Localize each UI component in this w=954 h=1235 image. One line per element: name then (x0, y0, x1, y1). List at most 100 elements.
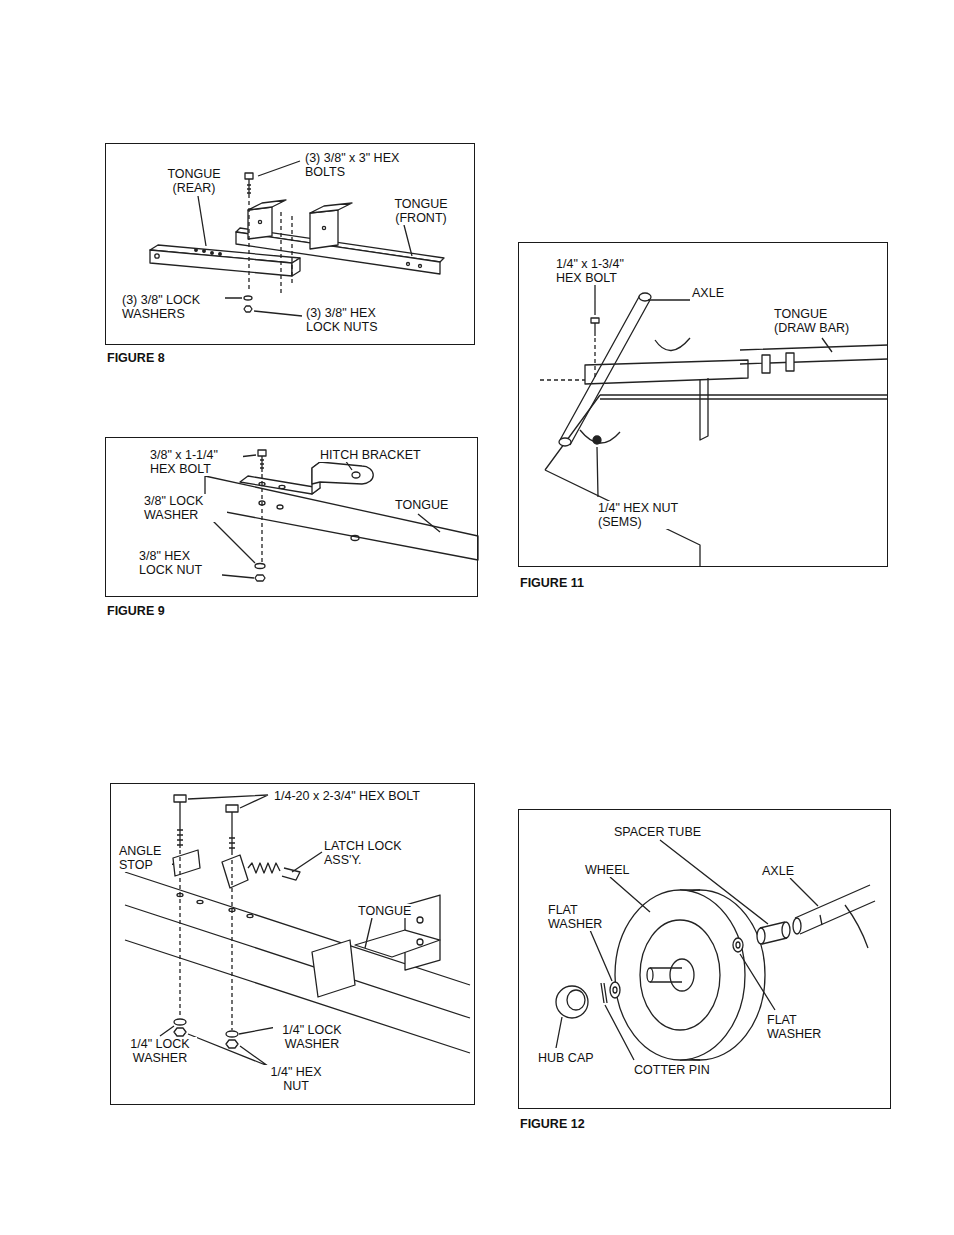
drawing-circle (322, 226, 325, 229)
drawing-path (650, 968, 682, 982)
part-label: ANGLE STOP (118, 844, 172, 872)
part-label: 1/4" x 1-3/4" HEX BOLT (555, 257, 649, 285)
drawing-path (248, 863, 280, 873)
drawing-circle (155, 254, 159, 258)
drawing-polygon (240, 476, 320, 494)
drawing-ellipse (197, 900, 203, 903)
drawing-rect (786, 353, 794, 371)
drawing-path (210, 455, 440, 578)
drawing-ellipse (670, 959, 694, 991)
hitch-bracket-drawing (205, 450, 478, 581)
part-label: (3) 3/8" x 3" HEX BOLTS (304, 151, 402, 179)
drawing-ellipse (613, 987, 617, 993)
drawing-polygon (255, 575, 265, 581)
drawing-polygon (174, 1028, 186, 1036)
drawing-polygon (585, 360, 748, 384)
figure-frame: 3/8" x 1-1/4" HEX BOLTHITCH BRACKET3/8" … (105, 437, 478, 597)
figure-caption: FIGURE 11 (519, 576, 585, 590)
drawing-circle (203, 250, 206, 253)
part-label: 3/8" LOCK WASHER (143, 494, 227, 522)
drawing-ellipse (647, 968, 653, 982)
part-label: 1/4" LOCK WASHER (273, 1023, 351, 1051)
figure-frame: 1/4-20 x 2-3/4" HEX BOLTANGLE STOPLATCH … (110, 783, 475, 1105)
drawing-ellipse (559, 438, 571, 446)
latch-lock-drawing (125, 795, 470, 1066)
part-label: HUB CAP (537, 1051, 595, 1065)
part-label: FLAT WASHER (766, 1013, 830, 1041)
drawing-polygon (222, 855, 248, 888)
drawing-path (247, 185, 251, 193)
drawing-circle (195, 249, 198, 252)
drawing-polygon (244, 306, 252, 312)
drawing-path (198, 161, 412, 316)
drawing-path (580, 430, 620, 443)
drawing-path (180, 850, 232, 1030)
part-label: SPACER TUBE (613, 825, 702, 839)
drawing-ellipse (736, 942, 740, 948)
drawing-circle (417, 917, 423, 923)
drawing-ellipse (174, 1019, 186, 1025)
drawing-ellipse (793, 918, 801, 934)
drawing-ellipse (567, 990, 585, 1010)
part-label: TONGUE (REAR) (161, 167, 227, 195)
drawing-ellipse (279, 485, 285, 488)
drawing-path (795, 885, 875, 934)
drawing-path (229, 838, 235, 848)
part-label: 1/4" HEX NUT (SEMS) (597, 501, 681, 529)
drawing-path (700, 378, 708, 440)
drawing-rect (762, 355, 770, 373)
drawing-line (179, 802, 180, 848)
part-label: FLAT WASHER (547, 903, 611, 931)
drawing-path (540, 338, 595, 380)
drawing-path (177, 830, 183, 845)
drawing-path (545, 395, 888, 567)
drawing-polygon (173, 850, 200, 876)
drawing-polygon (205, 476, 478, 560)
drawing-ellipse (226, 1031, 238, 1037)
drawing-path (249, 201, 292, 294)
drawing-polygon (150, 250, 292, 276)
part-label: 3/8" HEX LOCK NUT (138, 549, 222, 577)
drawing-path (125, 872, 470, 1053)
part-label: AXLE (761, 864, 795, 878)
part-label: TONGUE (394, 498, 449, 512)
part-label: HITCH BRACKET (319, 448, 422, 462)
drawing-ellipse (352, 472, 360, 478)
part-label: (3) 3/8" HEX LOCK NUTS (305, 306, 403, 334)
drawing-circle (593, 436, 601, 444)
drawing-path (820, 905, 868, 948)
drawing-ellipse (244, 296, 252, 300)
figure-frame: 1/4" x 1-3/4" HEX BOLTAXLETONGUE (DRAW B… (518, 242, 888, 567)
drawing-ellipse (610, 982, 620, 998)
drawing-circle (556, 986, 588, 1018)
drawing-path (260, 460, 264, 468)
drawing-ellipse (640, 920, 720, 1030)
figure-frame: SPACER TUBEWHEELAXLEFLAT WASHERFLAT WASH… (518, 809, 891, 1109)
drawing-path (655, 338, 690, 351)
figure-caption: FIGURE 12 (519, 1117, 586, 1131)
part-label: (3) 3/8" LOCK WASHERS (121, 293, 225, 321)
drawing-circle (407, 263, 410, 266)
drawing-path (282, 868, 300, 880)
drawing-rect (258, 450, 266, 456)
figure-caption: FIGURE 8 (106, 351, 166, 365)
drawing-polygon (226, 1040, 238, 1048)
drawing-ellipse (277, 505, 283, 509)
drawing-ellipse (351, 536, 359, 541)
drawing-rect (591, 318, 599, 323)
drawing-path (601, 983, 607, 1003)
wheel-assembly-drawing (556, 840, 875, 1060)
drawing-path (261, 474, 262, 562)
drawing-ellipse (615, 890, 745, 1060)
drawing-rect (174, 795, 186, 802)
part-label: 1/4" HEX NUT (263, 1065, 329, 1093)
drawing-polygon (248, 200, 286, 210)
part-label: AXLE (691, 286, 725, 300)
drawing-line (594, 323, 595, 336)
drawing-ellipse (247, 914, 253, 917)
drawing-path (560, 295, 650, 445)
drawing-circle (211, 252, 214, 255)
drawing-polygon (310, 203, 352, 213)
part-label: TONGUE (FRONT) (387, 197, 455, 225)
